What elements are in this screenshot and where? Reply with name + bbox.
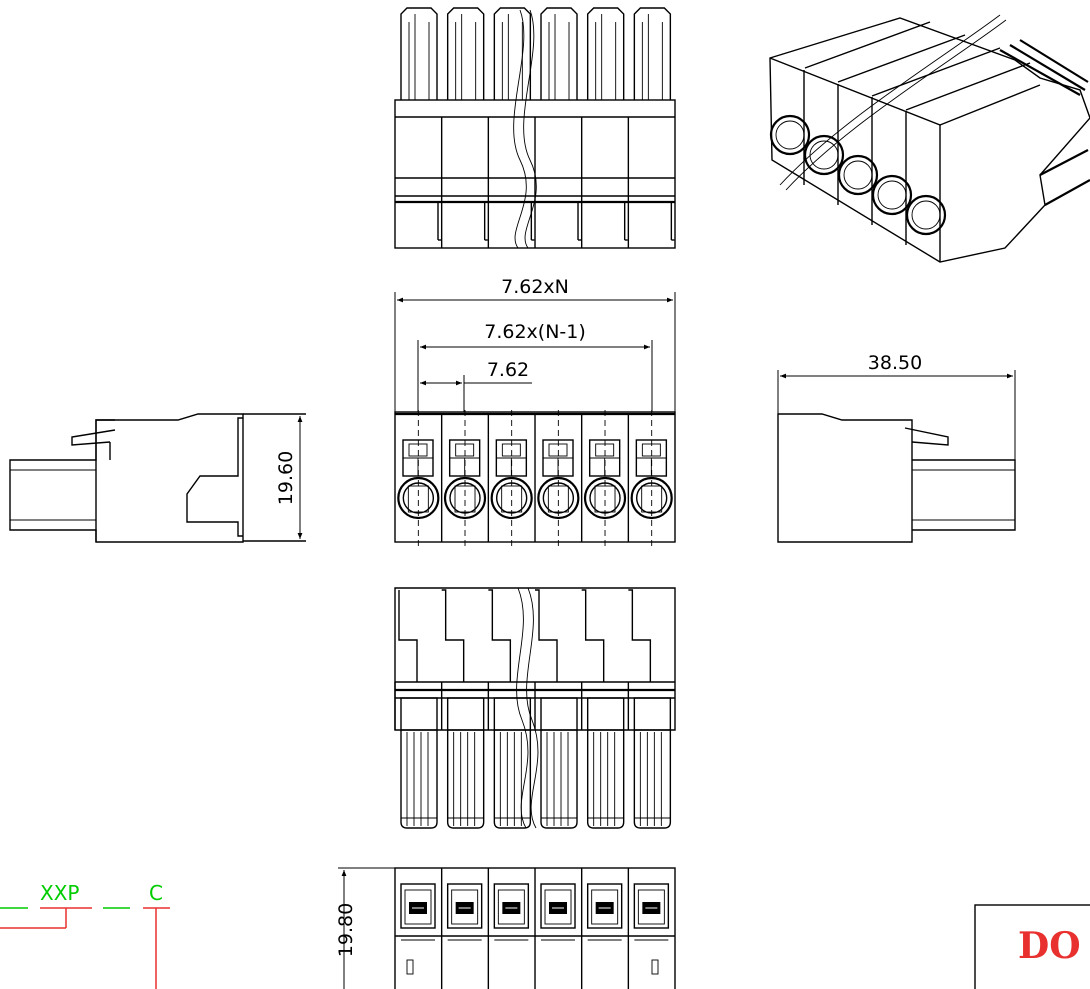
dimension-pitch-minus-one-label: 7.62x(N-1) — [484, 321, 586, 343]
dimension-pitch-label: 7.62 — [487, 359, 529, 381]
part-code-segment-2: C — [149, 881, 163, 905]
brand-box: DO — [974, 904, 1090, 989]
left-side-view: 19.60 — [9, 413, 306, 543]
right-side-view: 38.50 — [777, 352, 1016, 543]
dimension-height-label: 19.60 — [275, 451, 297, 505]
plug-face-view: 19.80 — [335, 867, 676, 989]
dimension-pitch-total-label: 7.62xN — [501, 276, 569, 298]
isometric-view — [769, 14, 1090, 263]
dimension-pitch: 7.62 — [420, 359, 532, 412]
dimension-pitch-total: 7.62xN — [394, 276, 676, 412]
bottom-view — [394, 587, 676, 829]
part-code-segment-1: XXP — [40, 881, 79, 905]
dimension-depth-label: 38.50 — [868, 352, 922, 374]
dimension-bottom-height-label: 19.80 — [335, 903, 357, 957]
front-view — [394, 410, 676, 550]
part-code: XXP C — [0, 881, 170, 989]
top-view — [394, 7, 676, 249]
dimension-pitch-minus-one: 7.62x(N-1) — [417, 321, 653, 412]
brand-text: DO — [1018, 925, 1081, 967]
